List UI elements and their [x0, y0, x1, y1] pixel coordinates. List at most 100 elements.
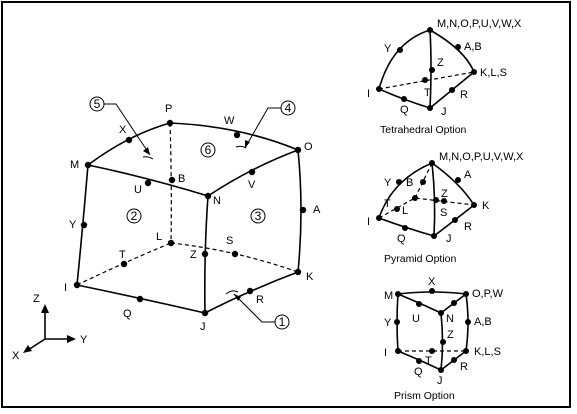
edge-P-L: [169, 122, 172, 244]
axis-x-label: X: [12, 350, 20, 362]
node-K: [294, 268, 302, 276]
prism-label-y: Y: [384, 317, 392, 329]
pyr-label-j: J: [446, 233, 452, 245]
tet-label-i: I: [367, 88, 370, 100]
pyr-node-I: [376, 215, 382, 221]
face-5-callout: 5: [89, 96, 154, 160]
pyr-label-l: L: [402, 205, 408, 217]
main-hexahedral-element: M P O N I J K L X W U V Y Z A B Q R T S …: [12, 96, 321, 362]
pyr-node-M: [429, 160, 435, 166]
node-L: [167, 239, 175, 247]
face-2-label: 2: [131, 209, 138, 223]
label-L: L: [156, 231, 162, 243]
prism-node-Q: [416, 358, 422, 364]
prism-option: M X O,P,W Y U N A,B Z I T K,L,S R Q J Pr…: [384, 276, 504, 402]
node-T: [120, 260, 128, 268]
node-Y: [80, 221, 88, 229]
label-M: M: [70, 159, 79, 171]
label-Z: Z: [190, 249, 197, 261]
prism-label-opw: O,P,W: [472, 288, 504, 300]
pyr-node-K: [471, 202, 477, 208]
edge-P-O: [169, 122, 299, 151]
label-A: A: [313, 204, 321, 216]
face-4-callout: 4: [235, 100, 296, 149]
node-V: [248, 168, 256, 176]
prism-label-j: J: [437, 375, 443, 387]
node-X: [125, 136, 133, 144]
pyr-label-y: Y: [384, 177, 392, 189]
edge-M-P: [87, 122, 171, 166]
node-A: [299, 206, 307, 214]
tet-node-Z: [429, 67, 435, 73]
axis-z-label: Z: [33, 293, 40, 305]
node-N: [204, 192, 212, 200]
pyr-node-A: [455, 177, 461, 183]
node-U: [144, 179, 152, 187]
label-V: V: [248, 179, 256, 191]
prism-caption: Prism Option: [394, 390, 455, 402]
face-1-label: 1: [279, 315, 286, 329]
pyr-node-Q: [402, 225, 408, 231]
face-2-marker: 2: [126, 208, 142, 224]
node-Q: [136, 295, 144, 303]
prism-label-kls: K,L,S: [474, 346, 501, 358]
coordinate-axes: Z Y X: [12, 293, 88, 362]
prism-node-Z: [440, 339, 446, 345]
tet-label-y: Y: [384, 43, 392, 55]
prism-node-R: [451, 357, 457, 363]
axis-y-label: Y: [80, 334, 88, 346]
tetrahedral-caption: Tetrahedral Option: [380, 124, 467, 136]
prism-node-K: [463, 348, 469, 354]
prism-label-t: T: [425, 355, 432, 367]
prism-node-I: [395, 348, 401, 354]
label-Y: Y: [69, 219, 77, 231]
face-1-callout: 1: [225, 290, 290, 330]
label-R: R: [256, 294, 264, 306]
tet-node-M: [427, 27, 433, 33]
prism-label-x: X: [428, 276, 436, 288]
tet-label-ab: A,B: [464, 41, 482, 53]
tet-node-T: [422, 77, 428, 83]
prism-node-T: [429, 348, 435, 354]
prism-label-n: N: [446, 313, 454, 325]
label-N: N: [213, 195, 221, 207]
pyr-label-a: A: [464, 169, 472, 181]
prism-label-q: Q: [414, 366, 423, 378]
pyr-node-T: [394, 206, 400, 212]
node-I: [73, 281, 81, 289]
label-B: B: [178, 173, 185, 185]
label-O: O: [304, 141, 313, 153]
prism-label-m: M: [384, 290, 393, 302]
tet-label-j: J: [441, 106, 447, 118]
label-T: T: [119, 249, 126, 261]
tet-label-r: R: [460, 89, 468, 101]
face-6-label: 6: [205, 143, 212, 157]
face-3-marker: 3: [250, 208, 266, 224]
prism-node-M: [395, 291, 401, 297]
pyr-label-mnopuvwx: M,N,O,P,U,V,W,X: [439, 151, 524, 163]
label-K: K: [306, 271, 314, 283]
node-O: [294, 146, 302, 154]
tet-label-z: Z: [437, 57, 444, 69]
tetrahedral-option: M,N,O,P,U,V,W,X Y A,B Z K,L,S T I Q R J …: [367, 18, 522, 136]
label-I: I: [64, 282, 67, 294]
node-R: [246, 287, 254, 295]
tet-label-q: Q: [400, 104, 409, 116]
label-P: P: [165, 103, 172, 115]
prism-node-V: [451, 300, 457, 306]
prism-label-z: Z: [447, 329, 454, 341]
label-U: U: [134, 184, 142, 196]
prism-node-N: [438, 310, 444, 316]
pyr-node-S: [441, 198, 447, 204]
prism-label-i: I: [384, 347, 387, 359]
tet-node-Y: [397, 47, 403, 53]
label-X: X: [119, 124, 127, 136]
pyramid-caption: Pyramid Option: [384, 253, 457, 265]
tet-node-Q: [401, 96, 407, 102]
face-5-label: 5: [94, 97, 101, 111]
edge-M-N: [87, 164, 209, 197]
face-6-marker: 6: [200, 142, 216, 158]
prism-label-r: R: [460, 361, 468, 373]
pyr-label-z: Z: [441, 188, 448, 200]
